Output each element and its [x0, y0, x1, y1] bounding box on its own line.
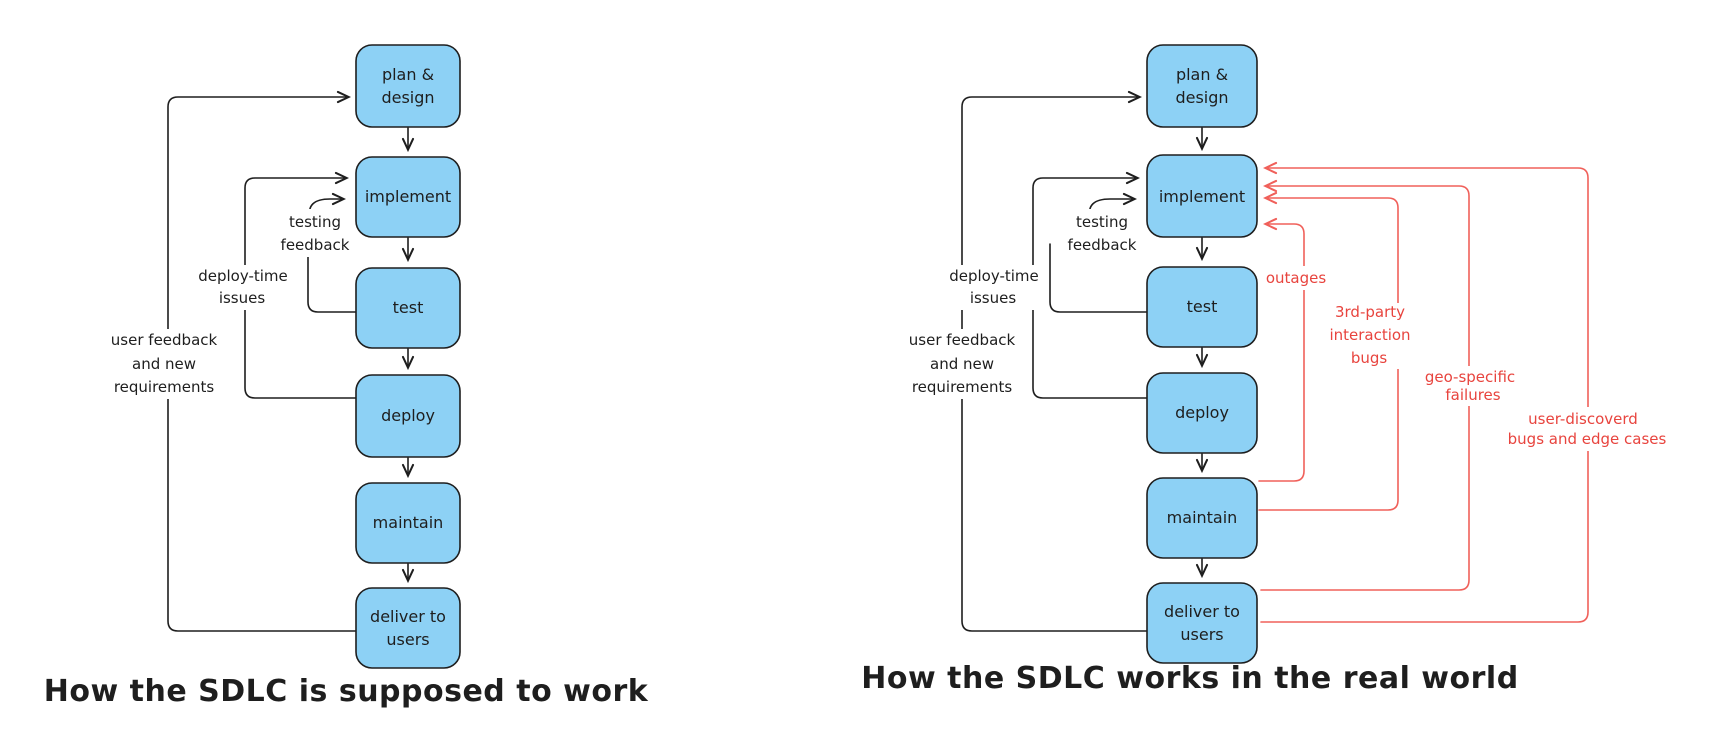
left-node-test-box: [355, 267, 461, 349]
left-caption: How the SDLC is supposed to work: [44, 674, 649, 709]
left-node-deliver-users-box: [355, 587, 461, 669]
left-node-test-label: test: [393, 298, 424, 317]
right-node-deploy-box: [1146, 372, 1258, 454]
right-loop-testing-feedback-stem: [1049, 243, 1148, 313]
left-node-deploy-box: [355, 374, 461, 458]
right-deploy-time-label-line2: issues: [970, 289, 1017, 307]
right-node-implement-box: [1146, 154, 1258, 238]
right-node-test-box: [1146, 266, 1258, 348]
right-outages-label: outages: [1266, 269, 1327, 287]
right-user-feedback-label-bg: [894, 329, 1030, 399]
left-node-implement-box: [355, 156, 461, 238]
left-node-maintain-box: [355, 482, 461, 564]
right-testing-feedback-label-line2: feedback: [1068, 236, 1137, 254]
left-node-implement-label: implement: [365, 187, 451, 206]
right-deploy-time-label-line1: deploy-time: [949, 267, 1039, 285]
right-node-plan-design-box: [1146, 44, 1258, 128]
left-loop-testing-feedback-stem: [307, 243, 357, 313]
right-user-feedback-label-line3: requirements: [912, 378, 1013, 396]
right-node-test-label: test: [1187, 297, 1218, 316]
right-node-maintain-label: maintain: [1167, 508, 1238, 527]
left-node-deliver-users-label-line2: users: [386, 630, 429, 649]
right-node-plan-design-label-line2: design: [1175, 88, 1228, 107]
right-node-plan-design-label-line1: plan &: [1176, 65, 1228, 84]
left-testing-feedback-label-line1: testing: [289, 213, 341, 231]
left-deploy-time-label-line2: issues: [219, 289, 266, 307]
left-node-plan-design-label-line2: design: [381, 88, 434, 107]
right-third-party-label-bg: [1320, 303, 1420, 369]
left-node-plan-design-label-line1: plan &: [382, 65, 434, 84]
right-user-discovered-label-line2: bugs and edge cases: [1508, 430, 1667, 448]
right-outages-label-bg: [1258, 266, 1334, 290]
right-geo-specific-label-line1: geo-specific: [1425, 368, 1515, 386]
left-testing-feedback-label-line2: feedback: [281, 236, 350, 254]
right-testing-feedback-label-line1: testing: [1076, 213, 1128, 231]
right-third-party-label-line2: interaction: [1329, 326, 1410, 344]
right-red-loop-user-discovered: [1260, 168, 1589, 623]
right-node-deploy-label: deploy: [1175, 403, 1229, 422]
right-red-loop-outages: [1258, 224, 1305, 482]
right-geo-specific-label-line2: failures: [1445, 386, 1500, 404]
right-node-maintain-box: [1146, 477, 1258, 559]
right-third-party-label-line3: bugs: [1351, 349, 1388, 367]
right-node-implement-label: implement: [1159, 187, 1245, 206]
right-diagram: testing feedback deploy-time issues user…: [861, 44, 1688, 696]
right-node-deliver-users-label-line2: users: [1180, 625, 1223, 644]
right-testing-label-bg: [1056, 209, 1148, 257]
left-diagram: testing feedback deploy-time issues user…: [44, 44, 649, 709]
left-node-maintain-label: maintain: [373, 513, 444, 532]
left-deploy-time-label-line1: deploy-time: [198, 267, 288, 285]
left-node-plan-design-box: [355, 44, 461, 128]
right-deploy-time-label-bg: [946, 265, 1042, 310]
right-user-feedback-label-line2: and new: [930, 355, 994, 373]
left-node-deploy-label: deploy: [381, 406, 435, 425]
left-deploy-time-label-bg: [186, 265, 300, 310]
right-node-deliver-users-label-line1: deliver to: [1164, 602, 1240, 621]
left-user-feedback-label-line1: user feedback: [111, 331, 218, 349]
right-geo-specific-label-bg: [1410, 366, 1530, 406]
left-testing-label-bg: [272, 209, 358, 257]
right-user-discovered-label-line1: user-discoverd: [1528, 410, 1638, 428]
right-caption: How the SDLC works in the real world: [861, 661, 1518, 696]
left-node-deliver-users-label-line1: deliver to: [370, 607, 446, 626]
right-node-deliver-users-box: [1146, 582, 1258, 664]
left-user-feedback-label-line2: and new: [132, 355, 196, 373]
right-third-party-label-line1: 3rd-party: [1335, 303, 1405, 321]
right-user-discovered-label-bg: [1488, 407, 1688, 451]
right-user-feedback-label-line1: user feedback: [909, 331, 1016, 349]
left-user-feedback-label-line3: requirements: [114, 378, 215, 396]
left-user-feedback-label-bg: [98, 329, 230, 399]
